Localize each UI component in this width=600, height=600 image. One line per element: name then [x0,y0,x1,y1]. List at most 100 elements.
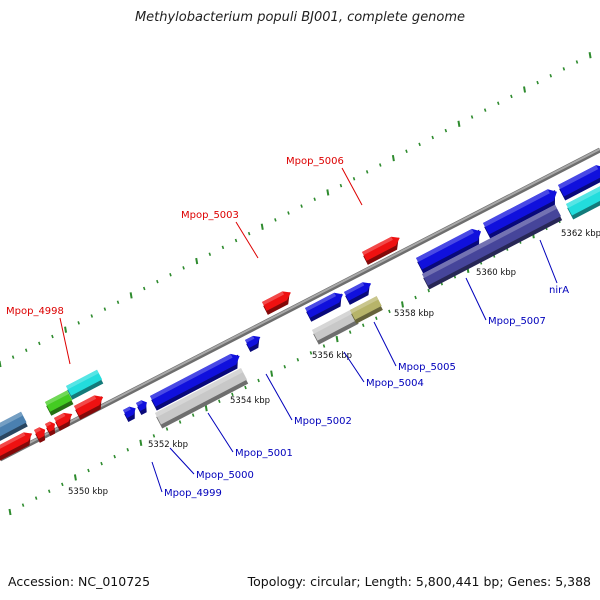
gene-highlight [74,395,97,410]
tick-mark [191,413,195,417]
gene-body [262,291,291,311]
leader-line [343,351,365,383]
tick-mark [296,358,300,362]
gene-label: Mpop_5003 [181,210,259,259]
gene-highlight [54,412,66,422]
scale-label: 5358 kbp [394,309,434,319]
tick-mark [182,266,185,270]
tick-mark [483,108,487,112]
scale-label: 5352 kbp [148,440,188,450]
gene-feature [350,296,383,324]
gene-label-text: Mpop_5003 [181,210,239,221]
leader-line [59,317,71,365]
gene-feature [0,411,28,441]
gene-feature [305,292,344,322]
gene-label-text: Mpop_5005 [398,362,456,373]
leader-line [235,221,259,259]
gene-highlight [262,291,285,306]
gene-label: Mpop_5007 [465,277,546,327]
gene-feature [344,282,372,305]
tick-mark [361,323,365,327]
tick-mark [388,309,391,314]
gene-label: Mpop_4998 [6,306,71,365]
scale-label: 5350 kbp [68,487,108,497]
tick-mark [287,211,290,215]
tick-mark [8,508,12,516]
gene-feature [45,421,56,436]
tick-mark [204,405,208,412]
gene-highlight [344,282,365,296]
tick-mark [457,120,461,127]
gene-label-text: Mpop_4998 [6,306,64,317]
tick-mark [497,101,500,105]
gene-highlight [155,368,244,418]
gene-feature [558,165,600,201]
tick-mark [0,360,2,368]
tick-mark [300,204,303,208]
gene-feature [0,432,33,461]
tick-mark [260,223,264,230]
gene-body [0,411,27,437]
gene-body [362,236,400,261]
gene-label-text: Mpop_5007 [488,316,546,327]
tick-mark [169,273,172,277]
gene-body [422,204,561,286]
tick-mark [218,399,221,404]
gene-body [305,292,344,318]
gene-highlight [558,165,599,190]
tick-mark [142,286,146,291]
tick-mark [165,427,169,431]
tick-mark [322,344,326,348]
gene-label-text: Mpop_5000 [196,470,254,481]
tick-mark [326,189,330,196]
tick-mark [231,392,234,397]
tick-mark [470,115,474,119]
gene-feature [566,186,600,220]
tick-mark [274,218,277,222]
tick-mark [405,149,408,154]
gene-label: Mpop_5004 [343,351,424,389]
tick-mark [247,231,251,236]
leader-line [169,447,195,475]
tick-mark [11,355,15,359]
gene-feature [45,390,74,416]
scale-label: 5362 kbp [561,229,600,239]
gene-body [155,368,247,425]
scale-label: 5356 kbp [312,351,352,361]
gene-body [483,189,557,235]
tick-mark [234,238,238,243]
gene-highlight [45,390,69,406]
tick-mark [77,321,80,325]
gene-highlight [0,432,26,449]
tick-mark [51,334,54,339]
gene-feature [416,228,482,274]
tick-mark [444,128,448,133]
scale-label: 5354 kbp [230,396,270,406]
leader-line [265,373,293,421]
gene-highlight [566,186,600,209]
tick-mark [244,385,247,390]
tick-mark [195,257,199,265]
scale-label: 5360 kbp [476,268,516,278]
leader-line [465,277,487,321]
gene-highlight [416,228,474,263]
gene-body [74,395,104,416]
gene-body [312,309,358,341]
gene-highlight [123,406,131,413]
tick-mark [339,183,343,188]
scale-labels: 5350 kbp 5352 kbp 5354 kbp 5356 kbp 5358 kbp… [68,229,600,497]
gene-highlight [305,292,337,312]
gene-feature [34,427,46,443]
tick-mark [562,67,566,71]
gene-highlight [362,236,393,256]
gene-feature [245,335,261,352]
gene-feature [74,395,104,420]
gene-feature [54,412,73,431]
leader-line [151,461,163,493]
tick-mark [391,154,395,162]
tick-mark [375,316,378,321]
gene-feature [422,204,563,290]
tick-mark [116,300,120,304]
genome-summary-text: Topology: circular; Length: 5,800,441 bp… [247,574,591,589]
